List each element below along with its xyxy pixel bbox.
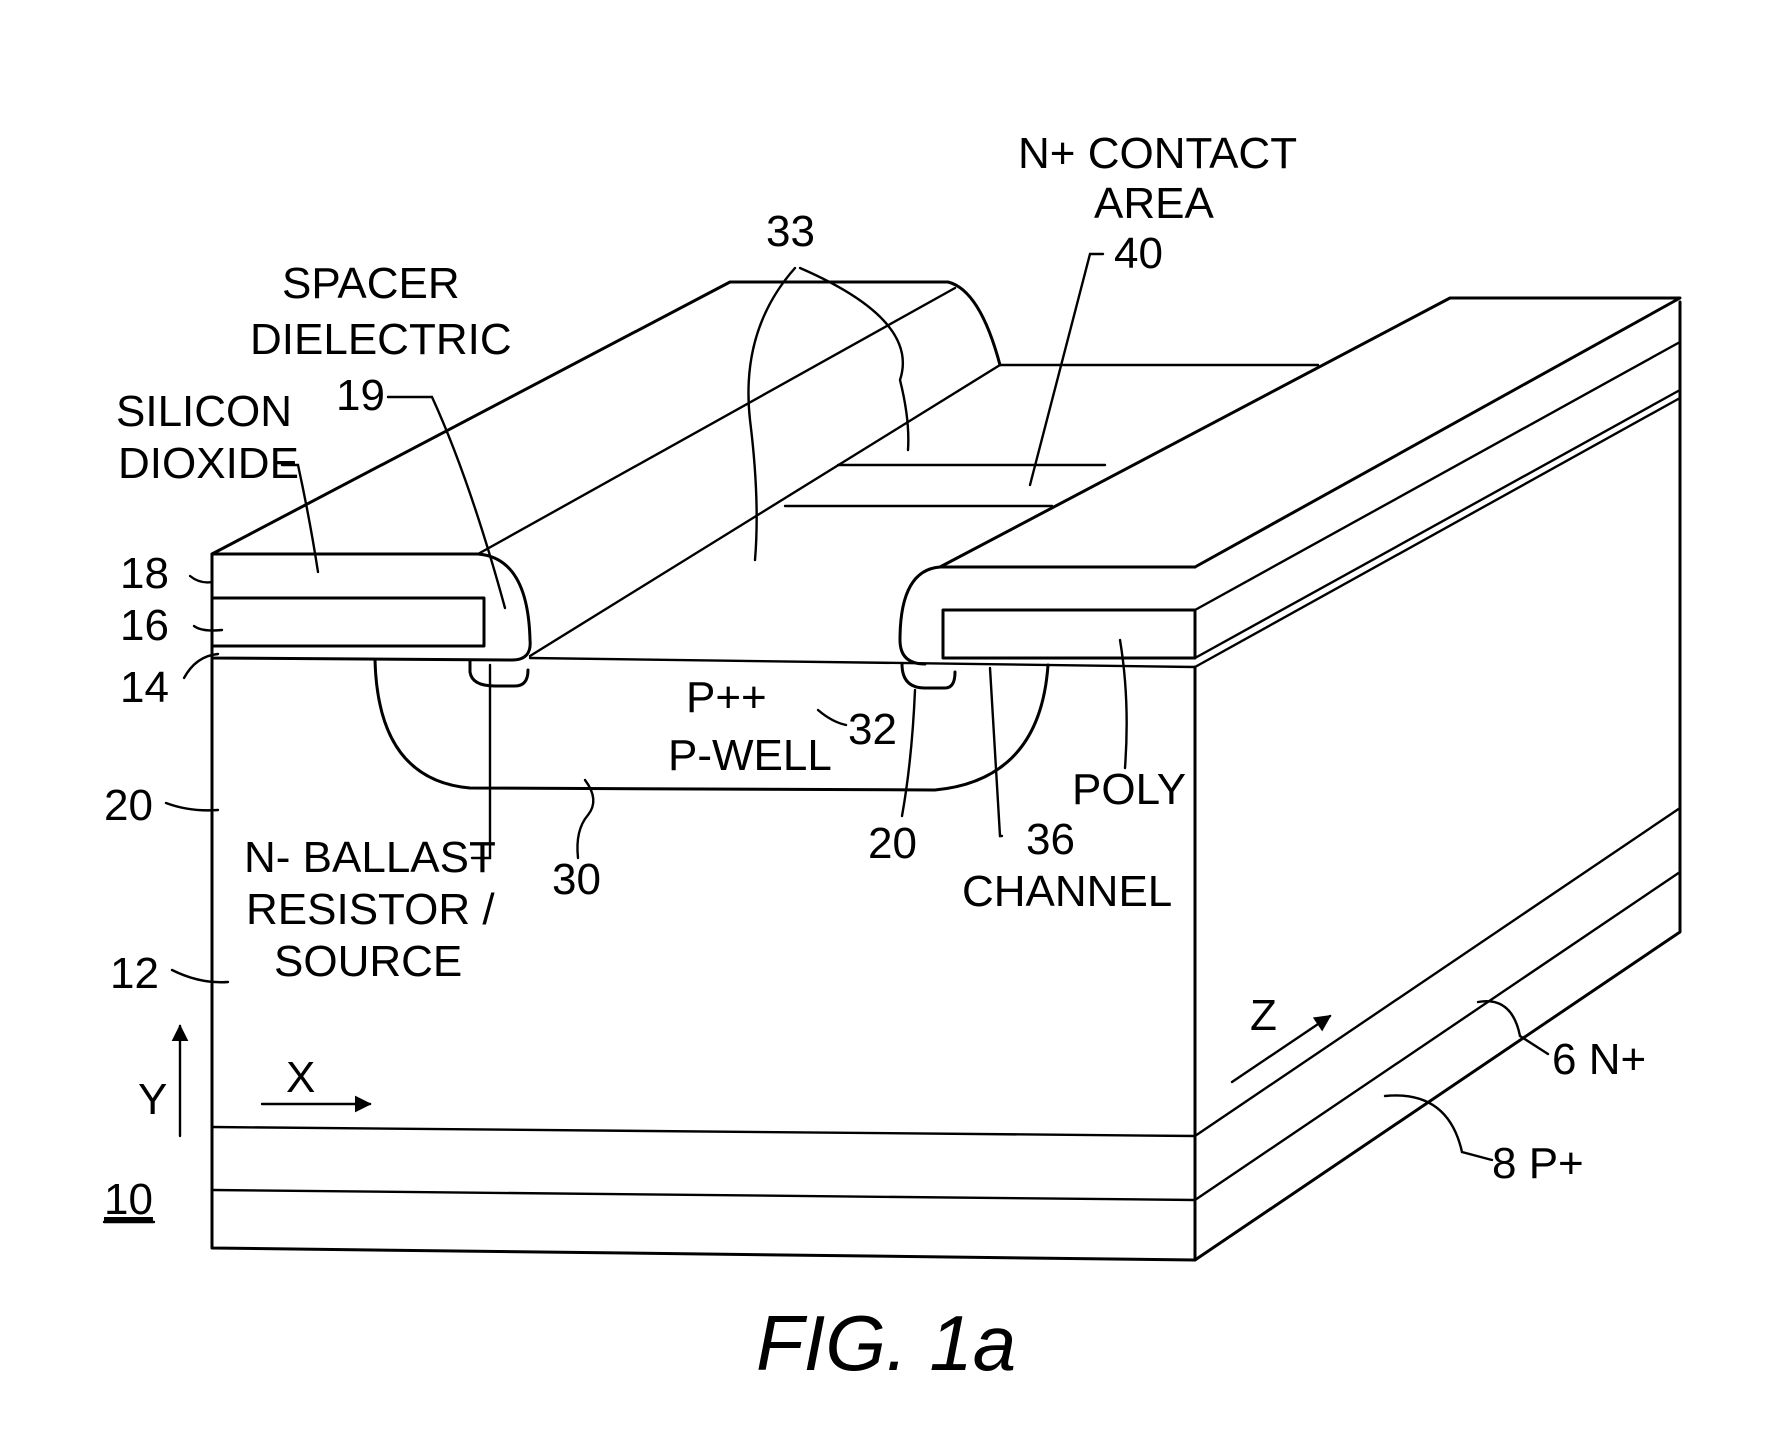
left-source-pocket	[470, 660, 528, 686]
label-axis-z: Z	[1250, 991, 1277, 1040]
label-ref-20-right: 20	[868, 819, 917, 868]
left-oxide-stack	[212, 554, 530, 660]
substrate-block	[212, 302, 1680, 1260]
label-ref-16: 16	[120, 601, 169, 650]
label-ref-30: 30	[552, 855, 601, 904]
label-ref-12: 12	[110, 949, 159, 998]
left-ridge-top-edge	[478, 288, 955, 554]
leader-40	[1030, 254, 1103, 485]
leader-ballast	[472, 665, 490, 858]
label-n-plus-layer: 6 N+	[1552, 1035, 1646, 1084]
left-poly-layer	[212, 598, 484, 646]
label-n-contact-area-2: AREA	[1094, 179, 1214, 228]
label-p-well: P-WELL	[668, 731, 832, 780]
leader-8	[1385, 1095, 1492, 1160]
label-axis-y: Y	[138, 1075, 167, 1124]
n-plus-layer-side	[1195, 808, 1680, 1136]
label-ref-19: 19	[336, 371, 385, 420]
label-n-ballast-2: RESISTOR /	[246, 885, 495, 934]
right-oxide-side-2	[1195, 390, 1680, 658]
z-axis-arrow	[1232, 1016, 1330, 1082]
label-spacer-dielectric: SPACER	[282, 259, 460, 308]
labels: N+ CONTACT AREA 40 33 SPACER DIELECTRIC …	[104, 129, 1646, 1224]
figure-caption: FIG. 1a	[756, 1299, 1016, 1387]
p-plus-layer-front	[212, 1190, 1195, 1200]
label-ref-32: 32	[848, 705, 897, 754]
label-ref-36: 36	[1026, 815, 1075, 864]
label-ref-10: 10	[104, 1175, 153, 1224]
label-n-ballast: N- BALLAST	[244, 833, 496, 882]
label-n-ballast-3: SOURCE	[274, 937, 462, 986]
label-p-plus-plus: P++	[686, 673, 767, 722]
right-ridge-top	[940, 298, 1680, 567]
label-n-contact-area: N+ CONTACT	[1018, 129, 1297, 178]
right-source-pocket	[902, 664, 955, 688]
label-ref-40: 40	[1114, 229, 1163, 278]
leader-33-a	[800, 268, 908, 450]
n-plus-layer-front	[212, 1127, 1195, 1136]
label-ref-14: 14	[120, 663, 169, 712]
leader-20-left	[166, 803, 218, 810]
block-right-face	[1195, 302, 1680, 1260]
leader-18	[190, 576, 212, 582]
leader-12	[172, 970, 228, 982]
leader-20-right	[902, 690, 915, 816]
leader-16	[194, 626, 222, 631]
axes	[180, 1016, 1330, 1136]
label-poly: POLY	[1072, 765, 1186, 814]
label-ref-20-left: 20	[104, 781, 153, 830]
label-p-plus-layer: 8 P+	[1492, 1139, 1584, 1188]
label-ref-33: 33	[766, 207, 815, 256]
label-silicon-dioxide-2: DIOXIDE	[118, 439, 299, 488]
label-silicon-dioxide: SILICON	[116, 387, 292, 436]
left-spacer-slope	[530, 365, 1000, 656]
leader-32	[818, 710, 846, 725]
label-axis-x: X	[286, 1053, 315, 1102]
right-poly-layer	[943, 610, 1195, 658]
right-oxide-side-3	[1195, 398, 1680, 667]
leader-30	[577, 780, 593, 858]
leader-36	[990, 668, 1002, 836]
label-ref-18: 18	[120, 549, 169, 598]
right-oxide-side-1	[1195, 342, 1680, 610]
label-channel: CHANNEL	[962, 867, 1172, 916]
label-spacer-dielectric-2: DIELECTRIC	[250, 315, 512, 364]
leader-19	[388, 397, 505, 608]
